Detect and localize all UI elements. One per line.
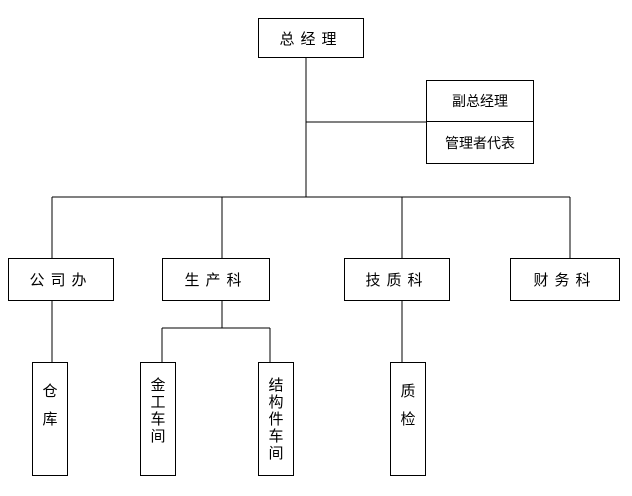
dept-production-box: 生产科 [162, 258, 270, 301]
mgmt-rep-box: 管理者代表 [426, 121, 534, 164]
deputy-manager-box: 副总经理 [426, 80, 534, 122]
unit-structure-label: 结构件车间 [268, 376, 284, 462]
general-manager-box: 总经理 [258, 18, 364, 58]
dept-production-label: 生产科 [184, 271, 248, 289]
mgmt-rep-label: 管理者代表 [445, 135, 515, 152]
unit-warehouse-label: 仓库 [42, 382, 58, 428]
unit-metalwork-label: 金工车间 [150, 376, 166, 445]
unit-inspection-box: 质检 [390, 362, 426, 476]
dept-tech-quality-box: 技质科 [344, 258, 450, 301]
unit-inspection-label: 质检 [400, 382, 416, 428]
dept-tech-quality-label: 技质科 [365, 271, 429, 289]
dept-finance-box: 财务科 [510, 258, 620, 301]
unit-warehouse-box: 仓库 [32, 362, 68, 476]
unit-structure-box: 结构件车间 [258, 362, 294, 476]
dept-office-label: 公司办 [29, 271, 93, 289]
deputy-manager-label: 副总经理 [452, 94, 508, 110]
general-manager-label: 总经理 [279, 29, 343, 48]
dept-finance-label: 财务科 [533, 271, 597, 289]
dept-office-box: 公司办 [8, 258, 114, 301]
unit-metalwork-box: 金工车间 [140, 362, 176, 476]
